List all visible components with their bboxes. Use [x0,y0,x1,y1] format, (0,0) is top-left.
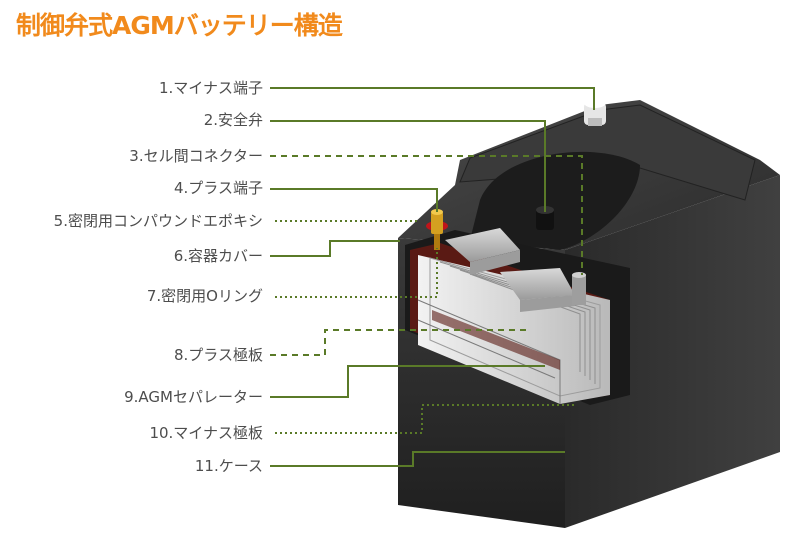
label-positive-plate: 8.プラス極板 [173,346,263,364]
leader-container-cover [270,240,400,257]
leader-safety-valve [270,120,546,212]
diagram-title: 制御弁式AGMバッテリー構造 [16,11,343,40]
leader-agm-separator [270,365,545,398]
label-sealing-o-ring: 7.密閉用Oリング [146,287,263,305]
plate-tabs [445,228,575,312]
leader-o-ring [275,248,438,298]
lid-recess [470,151,640,250]
negative-terminal [584,98,606,126]
label-agm-separator: 9.AGMセパレーター [124,388,263,406]
label-positive-terminal: 4.プラス端子 [173,179,263,197]
intercell-connector-post [572,272,586,305]
positive-terminal [426,209,448,250]
label-sealing-epoxy: 5.密閉用コンパウンドエポキシ [53,212,263,230]
leader-positive-plate [270,329,526,356]
label-container-cover: 6.容器カバー [173,247,263,265]
leader-lines [270,87,595,467]
leader-positive-terminal [270,188,438,212]
leader-negative-plate [275,404,577,434]
leader-case [270,451,565,467]
label-intercell-connector: 3.セル間コネクター [129,147,263,165]
label-negative-plate: 10.マイナス極板 [149,424,263,442]
label-negative-terminal: 1.マイナス端子 [158,79,263,97]
leader-negative-terminal [270,87,595,110]
label-case: 11.ケース [194,457,263,475]
leader-intercell-connector [270,155,583,275]
safety-valve [536,206,554,230]
label-safety-valve: 2.安全弁 [203,111,263,129]
case-right-side [565,175,780,528]
